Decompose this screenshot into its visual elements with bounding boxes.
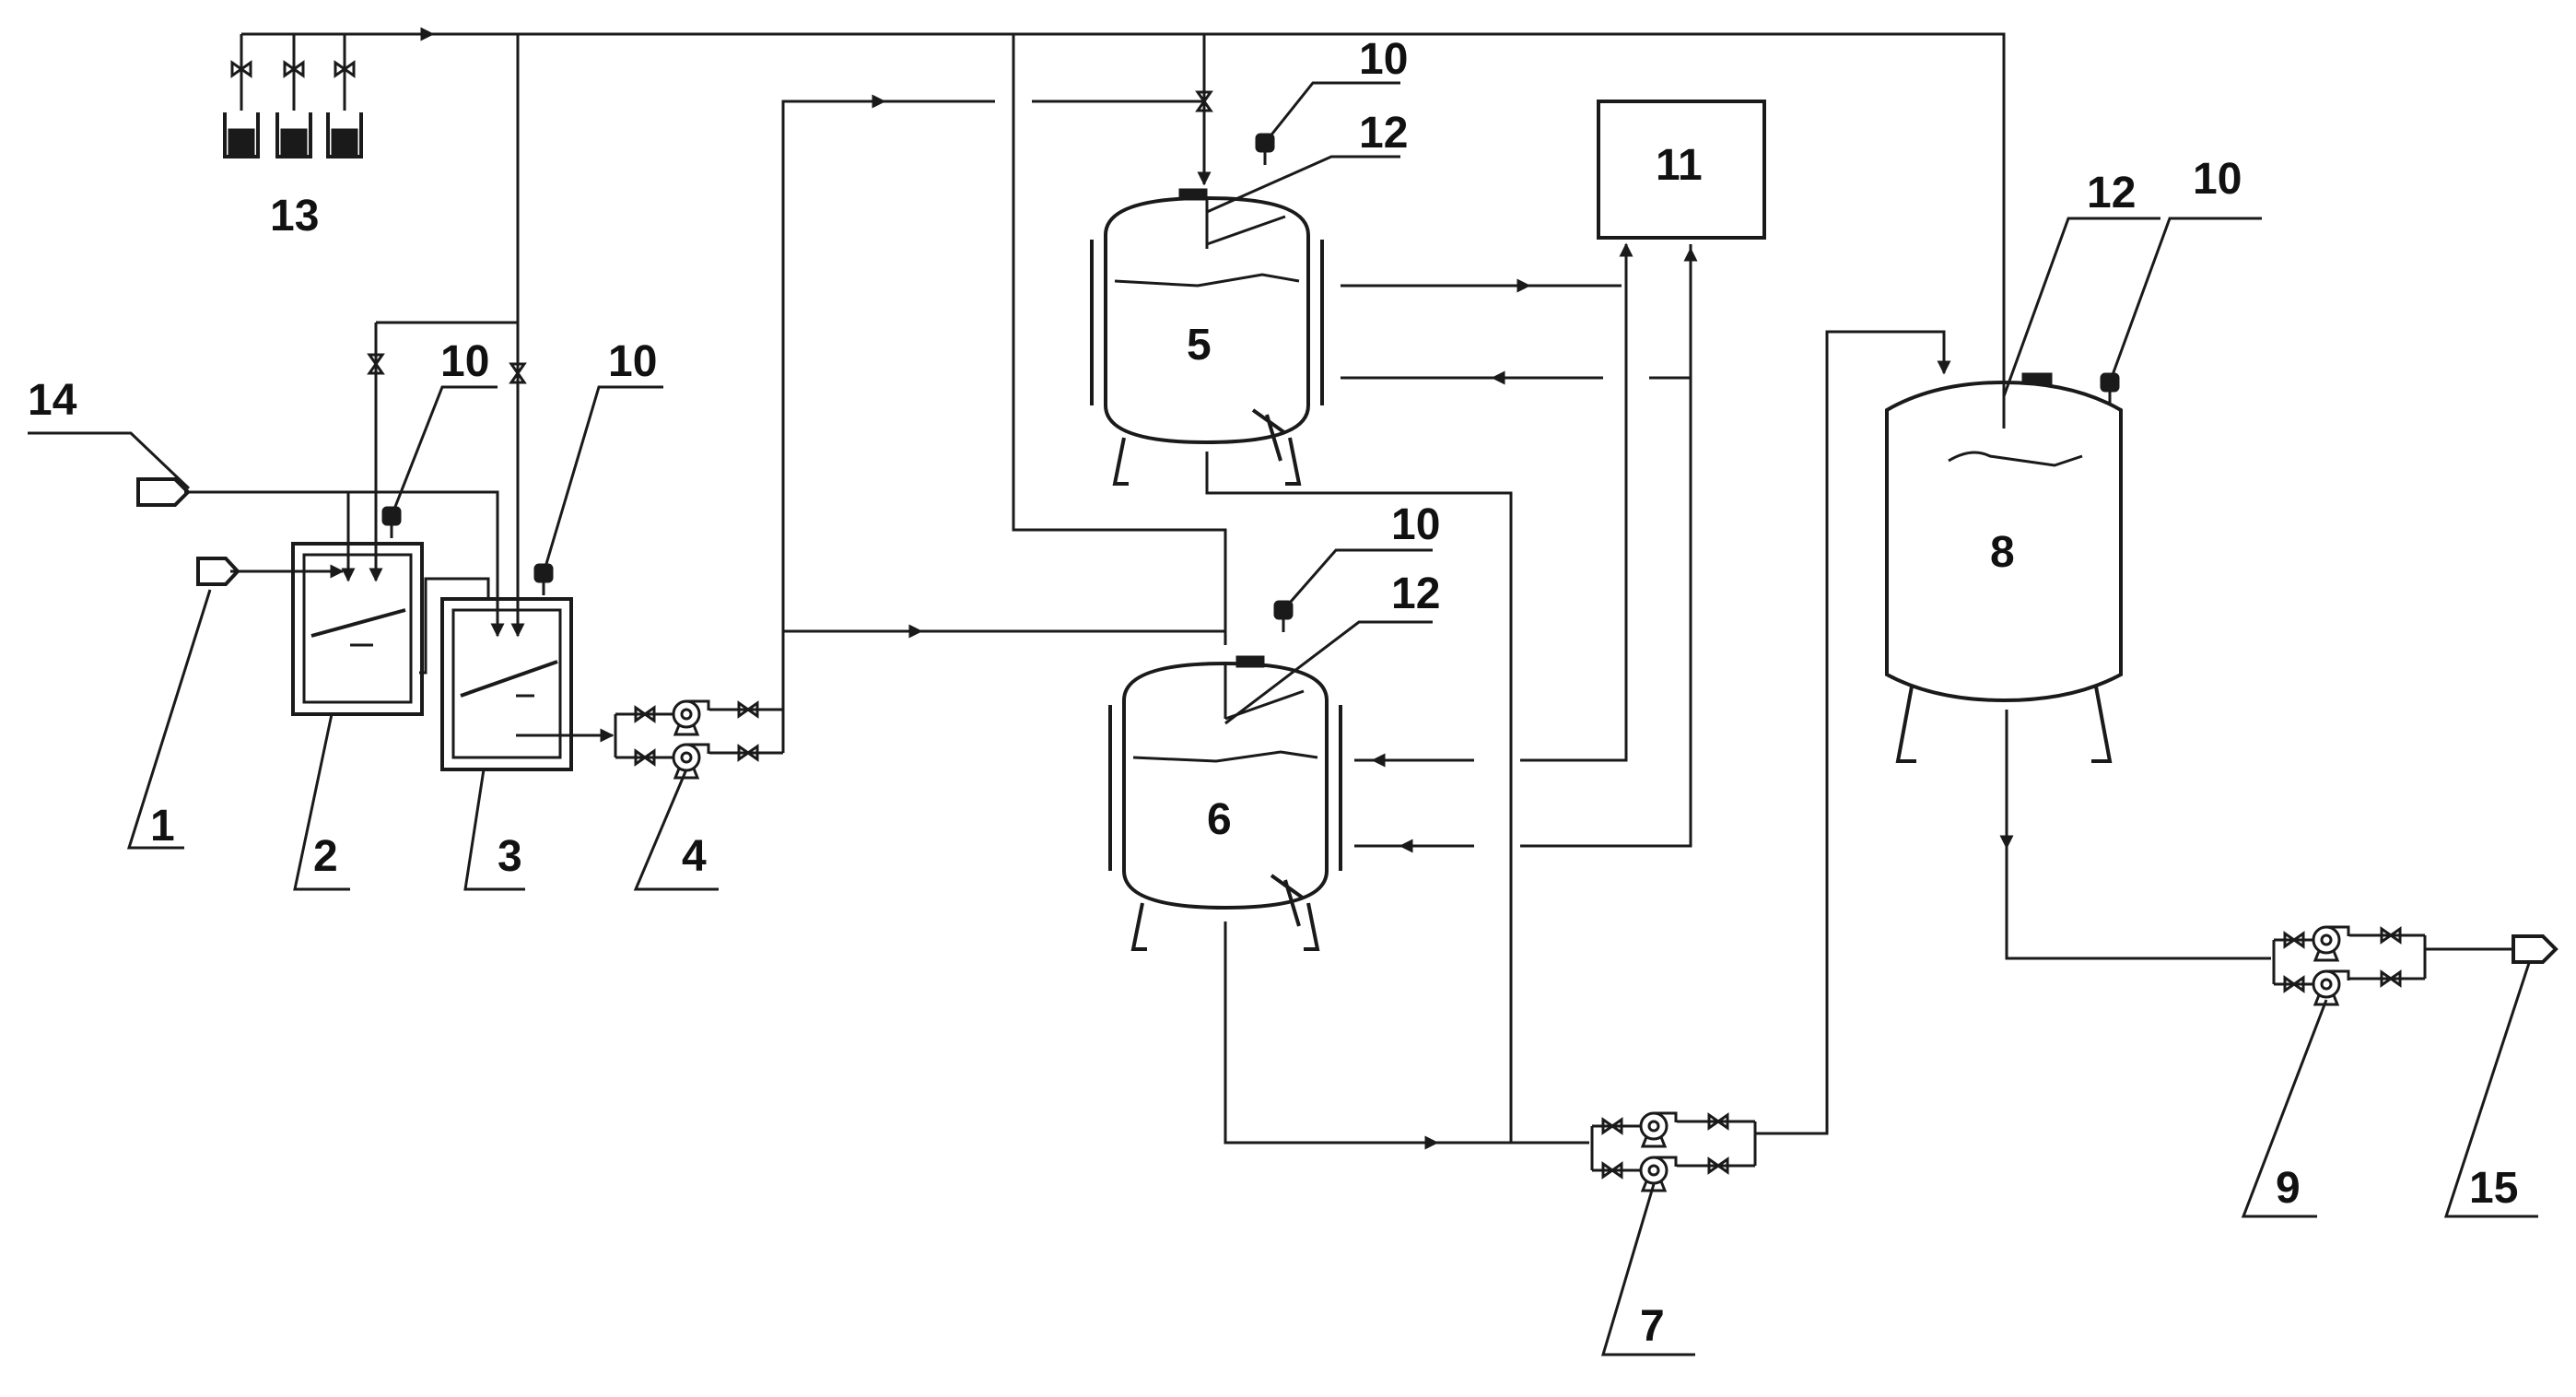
utility-11-return bbox=[1520, 244, 1692, 848]
label-6: 6 bbox=[1207, 795, 1232, 844]
tank-8-outlet-pipe bbox=[2005, 710, 2271, 960]
tank-3 bbox=[440, 597, 573, 771]
reactor-5 bbox=[1090, 188, 1324, 486]
label-1: 1 bbox=[150, 802, 175, 851]
inline-valves bbox=[230, 61, 2402, 1179]
label-10-tank-3: 10 bbox=[608, 337, 657, 386]
product-outlet-15 bbox=[2512, 934, 2558, 964]
label-10-tank-2: 10 bbox=[440, 337, 489, 386]
label-15: 15 bbox=[2469, 1164, 2518, 1213]
vent-reactor-6 bbox=[1272, 599, 1294, 634]
feed-inlet-14 bbox=[136, 477, 191, 507]
pump-7a bbox=[1639, 1111, 1678, 1148]
header-to-reactor-6-pipe bbox=[1012, 34, 1227, 645]
leader-lines bbox=[28, 81, 2538, 1356]
label-5: 5 bbox=[1187, 321, 1212, 370]
chemical-container-2 bbox=[275, 112, 312, 158]
tank-2 bbox=[291, 542, 424, 716]
label-3: 3 bbox=[498, 832, 522, 881]
utility-11-supply bbox=[1520, 249, 1628, 762]
pump-4a bbox=[672, 699, 710, 736]
chemical-container-3 bbox=[326, 112, 363, 158]
pump-7b bbox=[1639, 1156, 1678, 1192]
label-12-reactor-5: 12 bbox=[1359, 109, 1408, 158]
pump-9a bbox=[2312, 925, 2350, 962]
vent-tank-2 bbox=[381, 505, 403, 540]
label-10-tank-8: 10 bbox=[2193, 155, 2242, 204]
label-13: 13 bbox=[270, 192, 319, 241]
reactor-6 bbox=[1108, 655, 1342, 951]
label-10-reactor-5: 10 bbox=[1359, 35, 1408, 84]
chemical-containers bbox=[223, 112, 363, 158]
vent-reactor-5 bbox=[1254, 132, 1276, 167]
label-14: 14 bbox=[28, 376, 77, 425]
pump-7-to-tank-8 bbox=[1755, 330, 1951, 1135]
label-9: 9 bbox=[2276, 1164, 2301, 1213]
label-11: 11 bbox=[1656, 141, 1703, 190]
unit-11 bbox=[1597, 100, 1766, 240]
piping bbox=[184, 27, 2513, 1172]
chemical-container-1 bbox=[223, 112, 260, 158]
reactor-5-outlet-pipe bbox=[1205, 452, 1513, 1143]
label-4: 4 bbox=[682, 832, 707, 881]
label-7: 7 bbox=[1640, 1302, 1665, 1351]
label-12-tank-8: 12 bbox=[2087, 169, 2136, 217]
reactor-6-outlet-pipe bbox=[1224, 922, 1589, 1145]
pump-9b bbox=[2312, 969, 2350, 1006]
pump-4b bbox=[672, 743, 710, 780]
label-12-reactor-6: 12 bbox=[1391, 569, 1440, 618]
label-2: 2 bbox=[313, 832, 338, 881]
tank-8 bbox=[1885, 372, 2123, 763]
feed-14-pipe bbox=[184, 490, 505, 638]
feed-inlet-1 bbox=[196, 557, 240, 586]
label-8: 8 bbox=[1990, 528, 2015, 577]
top-header-pipe bbox=[241, 32, 2006, 387]
pump-4-to-reactor-5 bbox=[781, 100, 995, 710]
label-10-reactor-6: 10 bbox=[1391, 500, 1440, 549]
